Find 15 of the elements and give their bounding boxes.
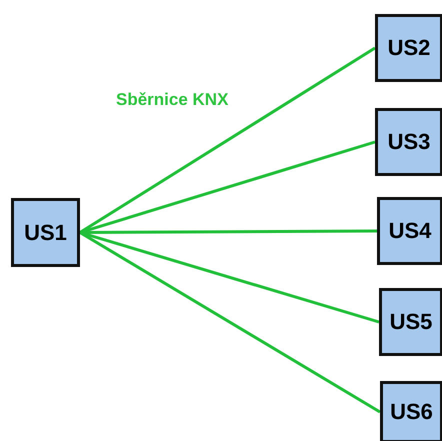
device-label: US3: [388, 129, 430, 155]
device-box: [375, 14, 442, 82]
device-label: US4: [388, 218, 432, 244]
device-label: US1: [24, 220, 67, 246]
bus-line: [79, 46, 376, 234]
bus-line: [79, 231, 381, 414]
device-box: [375, 108, 442, 176]
device-label: US5: [390, 309, 432, 335]
device-box: [379, 288, 442, 356]
device-label: US6: [390, 399, 433, 425]
device-box: [377, 197, 442, 265]
bus-label: Sběrnice KNX: [116, 90, 228, 110]
device-box: [11, 198, 80, 267]
device-box: [380, 381, 442, 441]
device-label: US2: [388, 35, 430, 61]
